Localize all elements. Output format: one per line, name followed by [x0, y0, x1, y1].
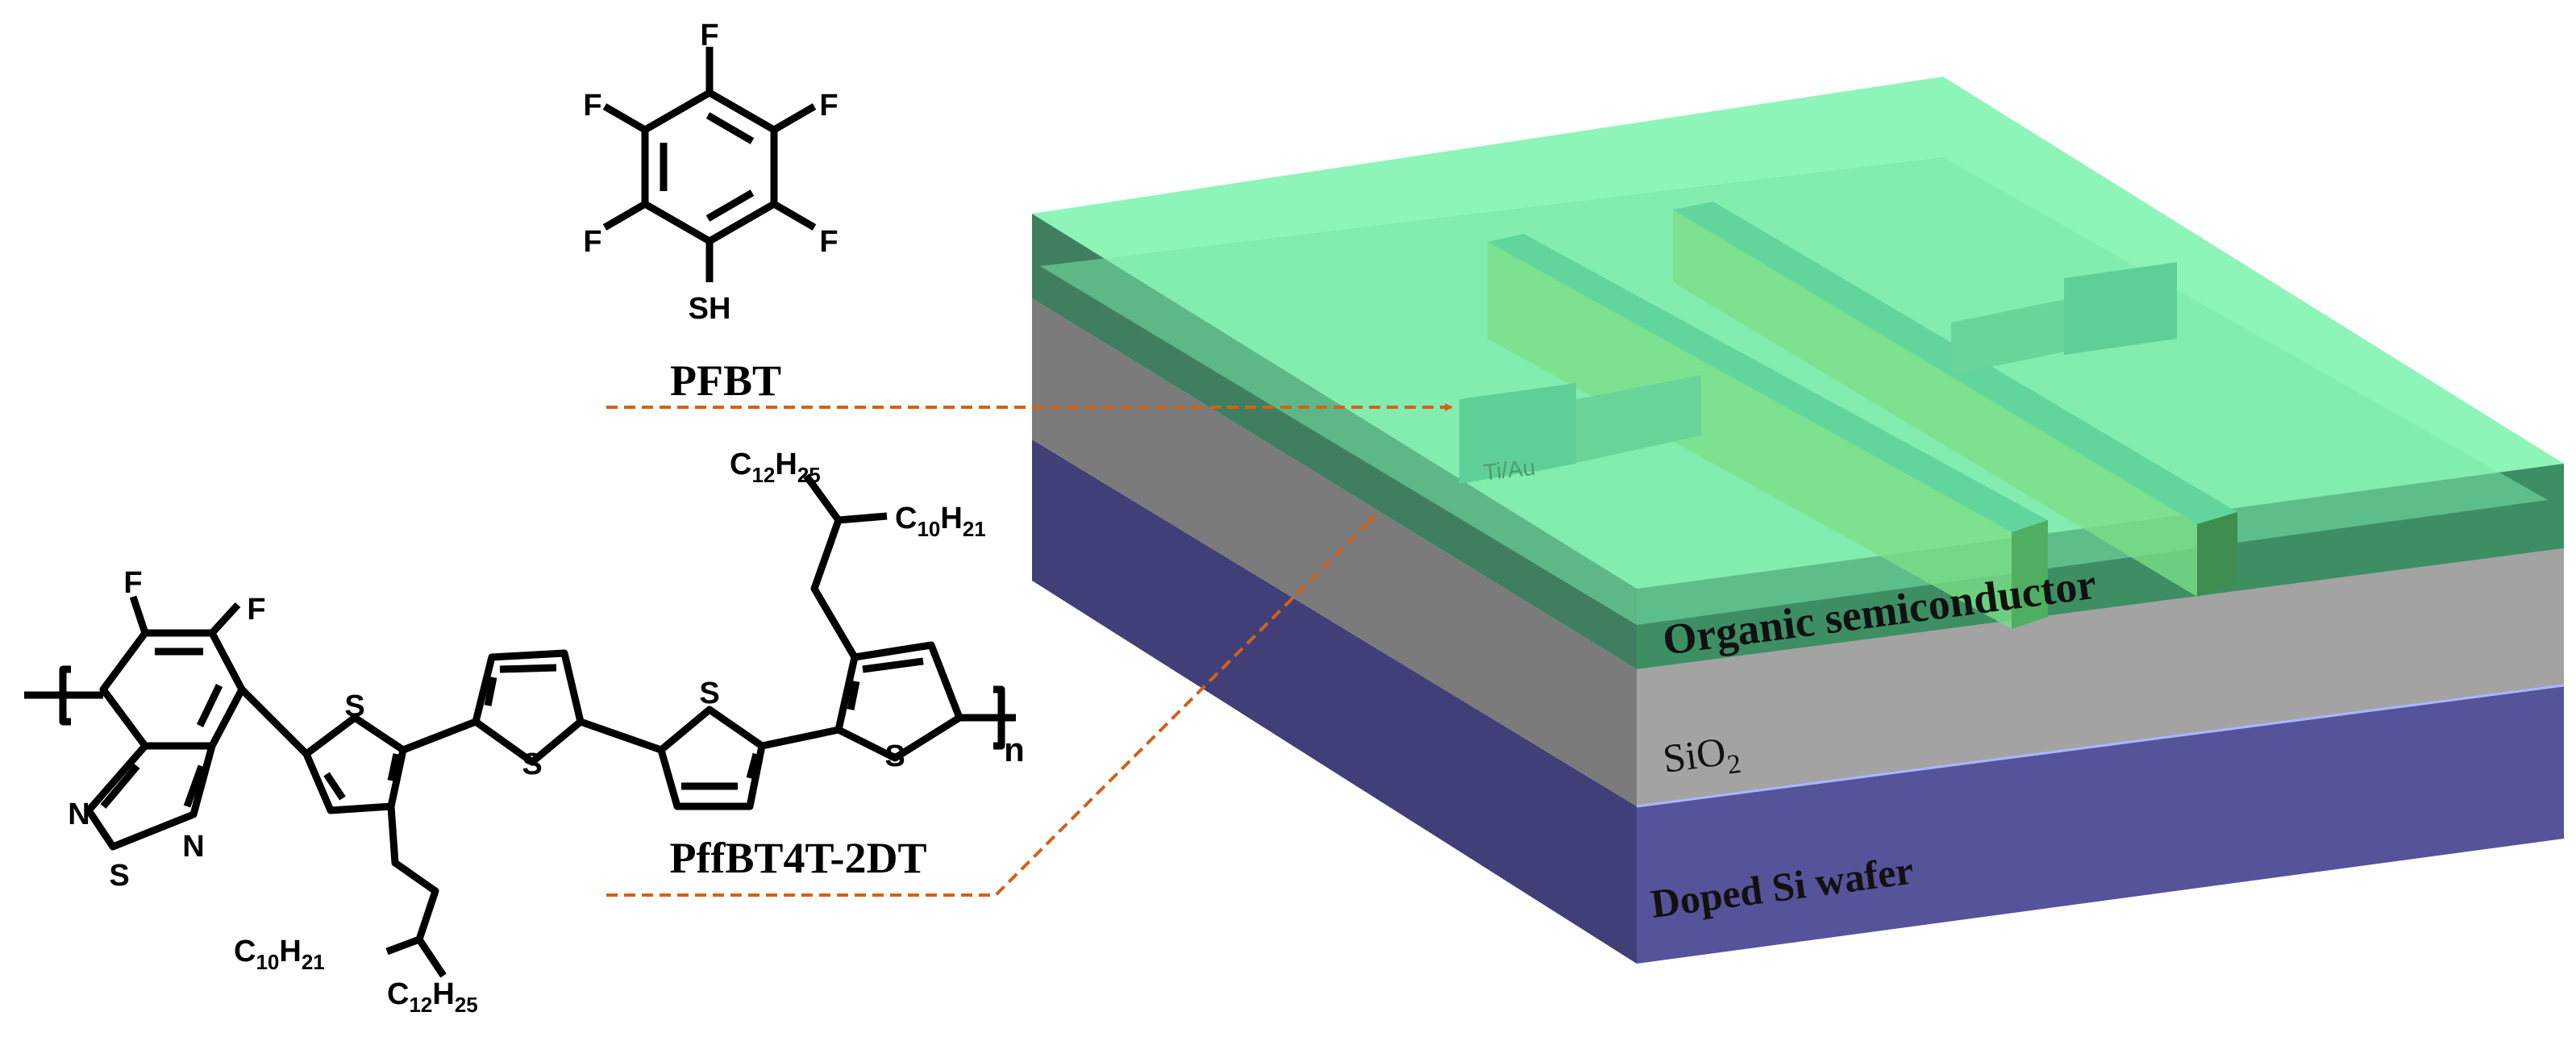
chain-c10h21-top: C10H21	[895, 502, 986, 541]
polymer-molecule: F F N N S S S S S n C12H25 C10H21 C10H21…	[24, 448, 1025, 1017]
polymer-s-thiadiazole: S	[109, 859, 129, 893]
polymer-n-left: N	[68, 798, 89, 831]
polymer-s-thiophene-3: S	[699, 677, 719, 710]
chain-c10h21-bottom: C10H21	[234, 935, 325, 974]
connector-arrows	[606, 403, 1453, 897]
electrode-bar-right-side	[1673, 210, 2197, 597]
polymer-caption: PffBT4T-2DT	[669, 834, 926, 882]
electrodes: Ti/Au	[1459, 202, 2237, 629]
polymer-arrow	[606, 514, 1376, 897]
polymer-f-left: F	[123, 566, 142, 600]
pfbt-sh: SH	[689, 292, 731, 326]
polymer-repeat-n: n	[1004, 731, 1025, 768]
pfbt-f-right-bottom: F	[819, 225, 838, 259]
oxide-front-face	[1637, 548, 2564, 806]
pfbt-f-left-bottom: F	[583, 225, 601, 259]
electrode-label: Ti/Au	[1482, 455, 1536, 485]
polymer-s-thiophene-2: S	[522, 748, 542, 781]
chain-c12h25-top: C12H25	[730, 448, 821, 487]
polymer-f-right: F	[247, 593, 265, 627]
electrode-pad-left	[1459, 383, 1576, 484]
polymer-s-thiophene-1: S	[344, 689, 364, 723]
electrode-bar-left-front	[2012, 520, 2048, 629]
oxide-left-face	[1032, 298, 1637, 806]
label-sio2: SiO2	[1660, 727, 1742, 789]
pfbt-molecule: F F F F F SH PFBT	[583, 19, 838, 405]
pfbt-f-right-top: F	[819, 89, 838, 123]
pfbt-f-left-top: F	[583, 89, 601, 123]
electrode-arm-left	[1536, 375, 1701, 472]
pfbt-caption: PFBT	[670, 356, 781, 405]
chain-c12h25-bottom: C12H25	[387, 977, 478, 1017]
electrode-bar-left-top	[1488, 234, 2048, 532]
polymer-n-right: N	[182, 830, 204, 864]
wafer-front-face	[1637, 685, 2564, 964]
device-stack: Ti/Au Organic semiconductor SiO2 Doped S…	[1032, 77, 2565, 964]
wafer-left-face	[1032, 439, 1637, 964]
electrode-pad-right	[2064, 262, 2177, 355]
electrode-bar-right-front	[2197, 512, 2237, 597]
electrode-bar-left-side	[1488, 242, 2012, 629]
polymer-s-thiophene-4: S	[884, 739, 905, 773]
pfbt-f-top: F	[700, 19, 718, 52]
